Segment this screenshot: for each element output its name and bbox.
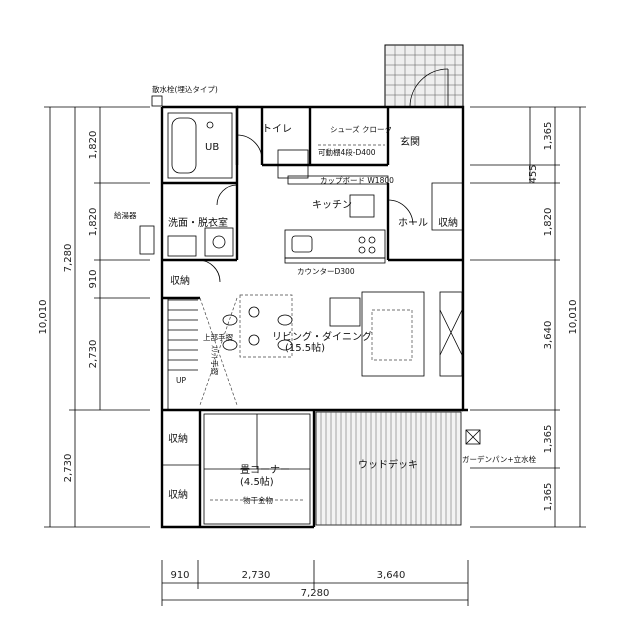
hall: ホール 収納 [398, 216, 458, 229]
kitchen: カップボード W1800 キッチン カウンターD300 [284, 175, 394, 276]
label-shoe-closet: シューズ クローク [330, 124, 392, 134]
door-swings [197, 134, 414, 283]
label-counter: カウンターD300 [297, 267, 355, 276]
label-faucet: 散水栓(埋込タイプ) [152, 84, 218, 94]
label-living: リビング・ダイニング [272, 330, 372, 343]
dim-left-3: 910 [88, 269, 99, 288]
label-kitchen: キッチン [312, 199, 352, 211]
dim-left-2: 1,820 [88, 208, 99, 237]
exterior-notes: 散水栓(埋込タイプ) 給湯器 ガーデンパン+立水栓 [114, 84, 537, 464]
dim-bottom-1: 910 [170, 570, 189, 581]
label-living-size: (15.5帖) [285, 341, 325, 354]
bottom-dimensions: 910 2,730 3,640 7,280 [161, 560, 469, 606]
label-handrail2: ｽﾘｯﾄ手摺 [210, 345, 220, 375]
dim-left-b: 2,730 [63, 454, 74, 483]
label-handrail: 上部手摺 [203, 332, 233, 342]
left-dimensions: 10,010 7,280 2,730 1,820 1,820 910 2,730 [38, 106, 150, 528]
wood-deck: ウッドデッキ [315, 411, 462, 526]
shoe-closet: シューズ クローク 可動棚4段-D400 玄関 [318, 124, 420, 157]
living-dining: リビング・ダイニング (15.5帖) [222, 291, 463, 377]
label-storage-stair: 収納 [170, 274, 190, 287]
right-dimensions: 10,010 1,365 455 1,820 3,640 1,365 1,365 [470, 106, 586, 528]
dim-right-6: 1,365 [543, 483, 554, 512]
label-tatami: 畳コーナー [240, 464, 290, 476]
tatami-corner: 畳コーナー (4.5帖) 物干金物 収納 収納 [168, 413, 311, 525]
stairs: UP 上部手摺 ｽﾘｯﾄ手摺 [167, 297, 238, 410]
dim-left-a: 7,280 [63, 244, 74, 273]
label-wash: 洗面・脱衣室 [168, 216, 228, 229]
dim-right-1: 1,365 [543, 122, 554, 151]
porch [384, 44, 464, 108]
label-cupboard: カップボード W1800 [320, 176, 394, 185]
toilet-room: トイレ [262, 124, 309, 179]
dim-right-outer: 10,010 [568, 300, 579, 335]
label-water-heater: 給湯器 [114, 210, 137, 220]
dim-right-2: 455 [528, 164, 539, 183]
dim-bottom-2: 2,730 [242, 570, 271, 581]
dim-right-4: 3,640 [543, 321, 554, 350]
label-storage-hall: 収納 [438, 216, 458, 229]
label-shelf: 可動棚4段-D400 [318, 147, 376, 157]
dim-right-5: 1,365 [543, 425, 554, 454]
label-toilet: トイレ [262, 124, 292, 135]
label-ub: UB [205, 142, 219, 153]
label-storage-a: 収納 [168, 432, 188, 445]
dim-left-4: 2,730 [88, 340, 99, 369]
bathroom: UB [167, 112, 233, 179]
label-up: UP [176, 376, 186, 385]
label-tatami-size: (4.5帖) [240, 475, 274, 488]
label-entrance: 玄関 [400, 135, 420, 148]
dim-right-3: 1,820 [543, 208, 554, 237]
dim-left-outer: 10,010 [38, 300, 49, 335]
label-drying: 物干金物 [243, 495, 273, 505]
label-garden: ガーデンパン+立水栓 [462, 454, 537, 464]
dim-left-1: 1,820 [88, 131, 99, 160]
dim-bottom-total: 7,280 [301, 588, 330, 599]
wash-room: 洗面・脱衣室 収納 [167, 216, 234, 287]
dim-bottom-3: 3,640 [377, 570, 406, 581]
label-storage-b: 収納 [168, 488, 188, 501]
label-deck: ウッドデッキ [358, 458, 418, 471]
